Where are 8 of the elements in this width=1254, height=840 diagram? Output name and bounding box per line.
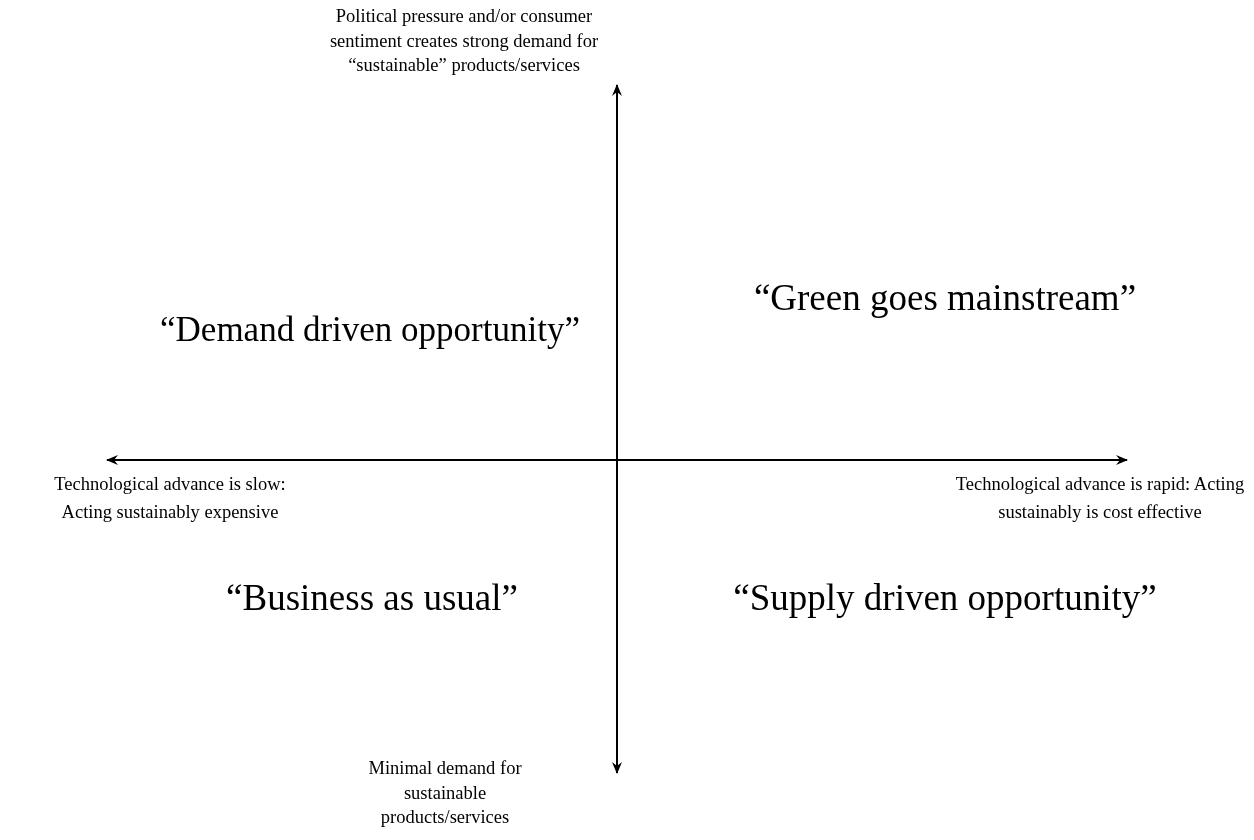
quadrant-label: “Business as usual”: [225, 576, 519, 620]
quadrant-label: “Green goes mainstream”: [752, 276, 1138, 320]
axis-label: Technological advance is slow: Acting sustainably expensive: [53, 473, 287, 524]
quadrant-label: “Demand driven opportunity”: [159, 309, 581, 351]
axis-label: Technological advance is rapid: Acting sustainably is cost effective: [955, 473, 1245, 524]
axis-label: Political pressure and/or consumer sentiment creates strong demand for “sustainable” products/services: [328, 5, 600, 77]
quadrant-label: “Supply driven opportunity”: [732, 576, 1158, 620]
axis-label: Minimal demand for sustainable products/services: [367, 757, 523, 829]
